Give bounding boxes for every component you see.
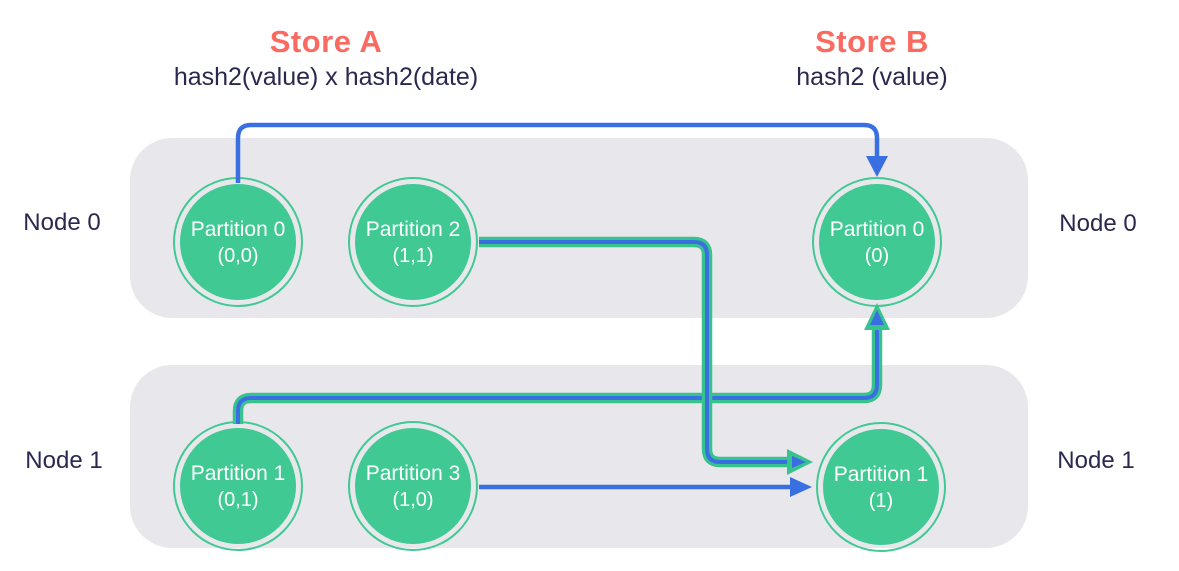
node0-label-left: Node 0 <box>23 209 101 236</box>
partition-key: (1,1) <box>392 244 434 267</box>
store-b-node0-partition0-circle: Partition 0 (0) <box>812 177 942 307</box>
partition-key: (1) <box>868 489 894 512</box>
partition-title: Partition 2 <box>365 217 461 241</box>
store-a-hash-function: hash2(value) x hash2(date) <box>173 63 479 91</box>
node0-label-right: Node 0 <box>1059 210 1137 237</box>
partition-disc: Partition 1 (1) <box>823 429 939 545</box>
partition-key: (0,1) <box>217 488 259 511</box>
store-b-hash-function: hash2 (value) <box>796 63 948 91</box>
partition-disc: Partition 0 (0,0) <box>180 184 296 300</box>
partition-disc: Partition 1 (0,1) <box>180 428 296 544</box>
partition-key: (0) <box>864 244 890 267</box>
store-a-node0-partition0-circle: Partition 0 (0,0) <box>173 177 303 307</box>
partition-title: Partition 0 <box>829 217 925 241</box>
store-a-node1-partition3-circle: Partition 3 (1,0) <box>348 421 478 551</box>
partition-key: (0,0) <box>217 244 259 267</box>
node1-label-left: Node 1 <box>25 447 103 474</box>
store-a-node1-partition1-circle: Partition 1 (0,1) <box>173 421 303 551</box>
partition-disc: Partition 3 (1,0) <box>355 428 471 544</box>
store-b-node1-partition1-circle: Partition 1 (1) <box>816 422 946 552</box>
partition-key: (1,0) <box>392 488 434 511</box>
store-b-title: Store B <box>815 24 929 59</box>
node1-label-right: Node 1 <box>1057 447 1135 474</box>
store-a-title: Store A <box>269 24 383 59</box>
partition-disc: Partition 2 (1,1) <box>355 184 471 300</box>
partition-title: Partition 3 <box>365 461 461 485</box>
partition-title: Partition 1 <box>190 461 286 485</box>
partition-disc: Partition 0 (0) <box>819 184 935 300</box>
store-a-node0-partition2-circle: Partition 2 (1,1) <box>348 177 478 307</box>
partition-title: Partition 1 <box>833 462 929 486</box>
partition-title: Partition 0 <box>190 217 286 241</box>
